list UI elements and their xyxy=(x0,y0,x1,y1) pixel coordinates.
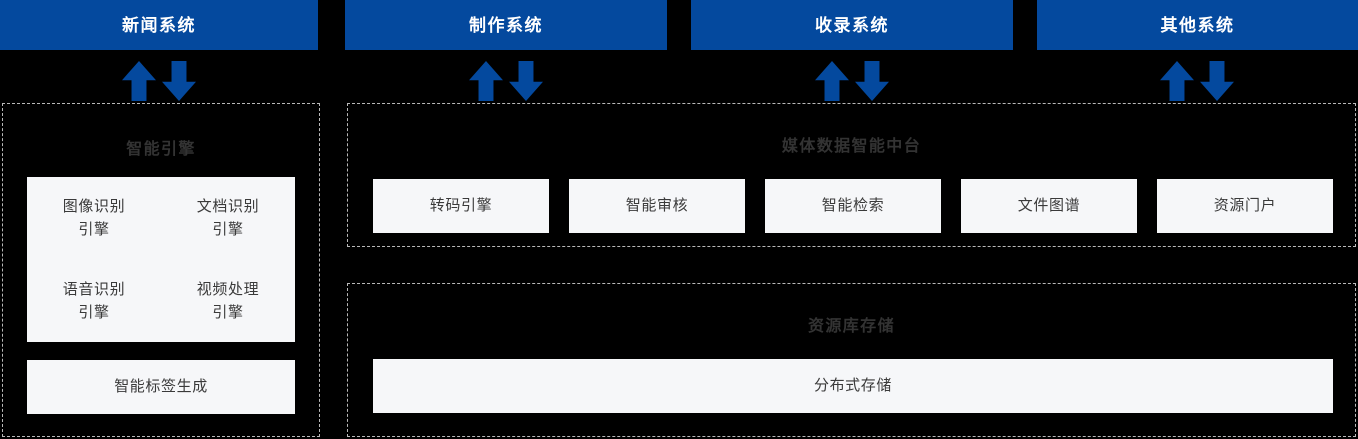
card-distributed-storage[interactable]: 分布式存储 xyxy=(373,359,1333,413)
arrow-down-icon xyxy=(162,61,196,101)
engine-panel: 智能引擎 图像识别 引擎 文档识别 引擎 语音识别 引擎 视频处理 引擎 智能标… xyxy=(2,103,320,437)
storage-panel: 资源库存储 分布式存储 xyxy=(347,283,1356,437)
arrow-down-icon xyxy=(509,61,543,101)
system-bar-label: 制作系统 xyxy=(469,15,543,35)
system-bar-label: 新闻系统 xyxy=(122,15,196,35)
engine-grid: 图像识别 引擎 文档识别 引擎 语音识别 引擎 视频处理 引擎 xyxy=(27,177,295,342)
engine-cell-video[interactable]: 视频处理 引擎 xyxy=(196,280,260,321)
system-bar-production[interactable]: 制作系统 xyxy=(345,0,667,50)
card-label: 智能审核 xyxy=(625,197,689,215)
card-label: 智能检索 xyxy=(821,197,885,215)
platform-panel: 媒体数据智能中台 转码引擎 智能审核 智能检索 文件图谱 资源门户 xyxy=(347,103,1356,247)
card-resource-portal[interactable]: 资源门户 xyxy=(1157,179,1333,233)
engine-cell-image[interactable]: 图像识别 引擎 xyxy=(62,198,126,239)
connector-news xyxy=(114,60,204,102)
card-label: 转码引擎 xyxy=(429,197,493,215)
arrow-up-icon xyxy=(469,61,503,101)
engine-cell-document[interactable]: 文档识别 引擎 xyxy=(196,198,260,239)
card-intelligent-search[interactable]: 智能检索 xyxy=(765,179,941,233)
system-bar-label: 收录系统 xyxy=(815,15,889,35)
card-file-graph[interactable]: 文件图谱 xyxy=(961,179,1137,233)
engine-cell-speech[interactable]: 语音识别 引擎 xyxy=(62,280,126,321)
arrow-up-icon xyxy=(815,61,849,101)
storage-panel-title: 资源库存储 xyxy=(807,318,895,335)
card-label: 资源门户 xyxy=(1213,197,1277,215)
arrow-up-icon xyxy=(122,61,156,101)
card-label: 分布式存储 xyxy=(813,377,892,395)
system-bar-other[interactable]: 其他系统 xyxy=(1037,0,1358,50)
card-label: 智能标签生成 xyxy=(114,378,208,396)
engine-panel-title: 智能引擎 xyxy=(126,141,196,158)
card-transcoding-engine[interactable]: 转码引擎 xyxy=(373,179,549,233)
system-bar-news[interactable]: 新闻系统 xyxy=(0,0,318,50)
arrow-up-icon xyxy=(1160,61,1194,101)
arrow-down-icon xyxy=(1200,61,1234,101)
connector-ingest xyxy=(807,60,897,102)
connector-other xyxy=(1152,60,1242,102)
arrow-down-icon xyxy=(855,61,889,101)
card-label: 文件图谱 xyxy=(1017,197,1081,215)
connector-production xyxy=(461,60,551,102)
system-bar-label: 其他系统 xyxy=(1160,15,1235,35)
card-intelligent-review[interactable]: 智能审核 xyxy=(569,179,745,233)
card-tag-generation[interactable]: 智能标签生成 xyxy=(27,360,295,414)
platform-panel-title: 媒体数据智能中台 xyxy=(781,138,922,155)
system-bar-ingest[interactable]: 收录系统 xyxy=(691,0,1013,50)
